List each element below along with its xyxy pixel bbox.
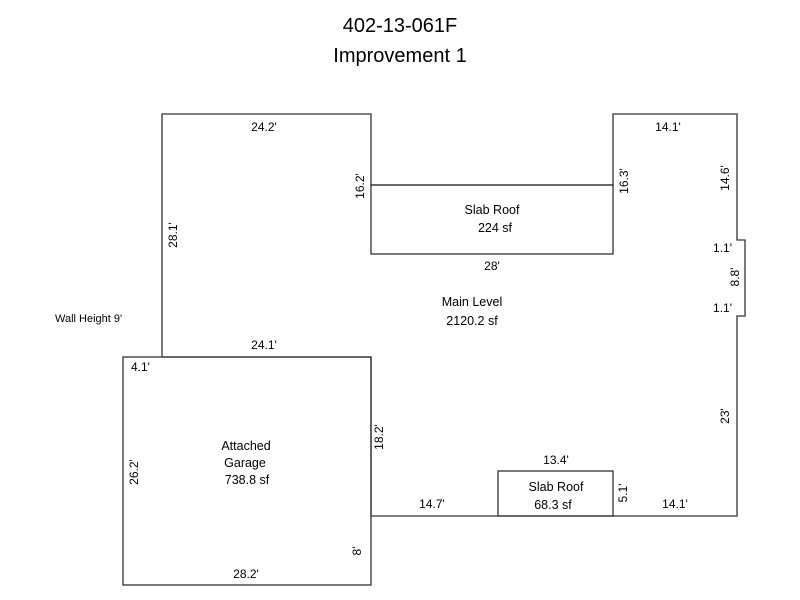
wall-height-label: Wall Height 9' [55, 313, 122, 325]
slab-roof-top-area: 224 sf [478, 221, 513, 235]
garage-name-2: Garage [224, 456, 266, 470]
dim-garage-top-left: 4.1' [131, 360, 150, 374]
dim-garage-top: 24.1' [251, 338, 277, 352]
dim-slab2-top: 13.4' [543, 453, 569, 467]
dim-garage-bottom: 28.2' [233, 567, 259, 581]
dim-bump-side: 8.8' [728, 268, 742, 287]
dim-bump-bottom: 1.1' [713, 301, 732, 315]
main-level-name: Main Level [442, 295, 502, 309]
dim-top-left: 24.2' [251, 120, 277, 134]
dim-top-right: 14.1' [655, 120, 681, 134]
dim-right-lower: 23' [718, 408, 732, 424]
slab-roof-bottom-name: Slab Roof [529, 480, 584, 494]
main-level-area: 2120.2 sf [446, 314, 498, 328]
dim-left-upper: 28.1' [166, 222, 180, 248]
dim-garage-right-lower: 8' [350, 547, 364, 556]
garage-area: 738.8 sf [225, 473, 270, 487]
dim-bottom-right: 14.1' [662, 497, 688, 511]
parcel-number: 402-13-061F [343, 15, 458, 37]
garage-outline [122, 356, 372, 586]
slab-roof-bottom-area: 68.3 sf [534, 498, 572, 512]
dim-notch-left: 16.2' [353, 173, 367, 199]
dim-right-upper: 14.6' [718, 165, 732, 191]
dim-bump-top: 1.1' [713, 241, 732, 255]
improvement-title: Improvement 1 [333, 45, 466, 67]
slab-roof-bottom-outline [497, 470, 614, 517]
slab-roof-top-name: Slab Roof [465, 203, 520, 217]
slab-roof-top-outline [370, 184, 614, 255]
dim-notch-bottom: 28' [484, 259, 500, 273]
dim-bottom-mid: 14.7' [419, 497, 445, 511]
dim-notch-right: 16.3' [617, 168, 631, 194]
garage-name-1: Attached [221, 439, 270, 453]
main-level-outline [161, 113, 746, 517]
dim-garage-left: 26.2' [127, 459, 141, 485]
dim-slab2-side: 5.1' [616, 484, 630, 503]
dim-garage-right: 18.2' [372, 424, 386, 450]
